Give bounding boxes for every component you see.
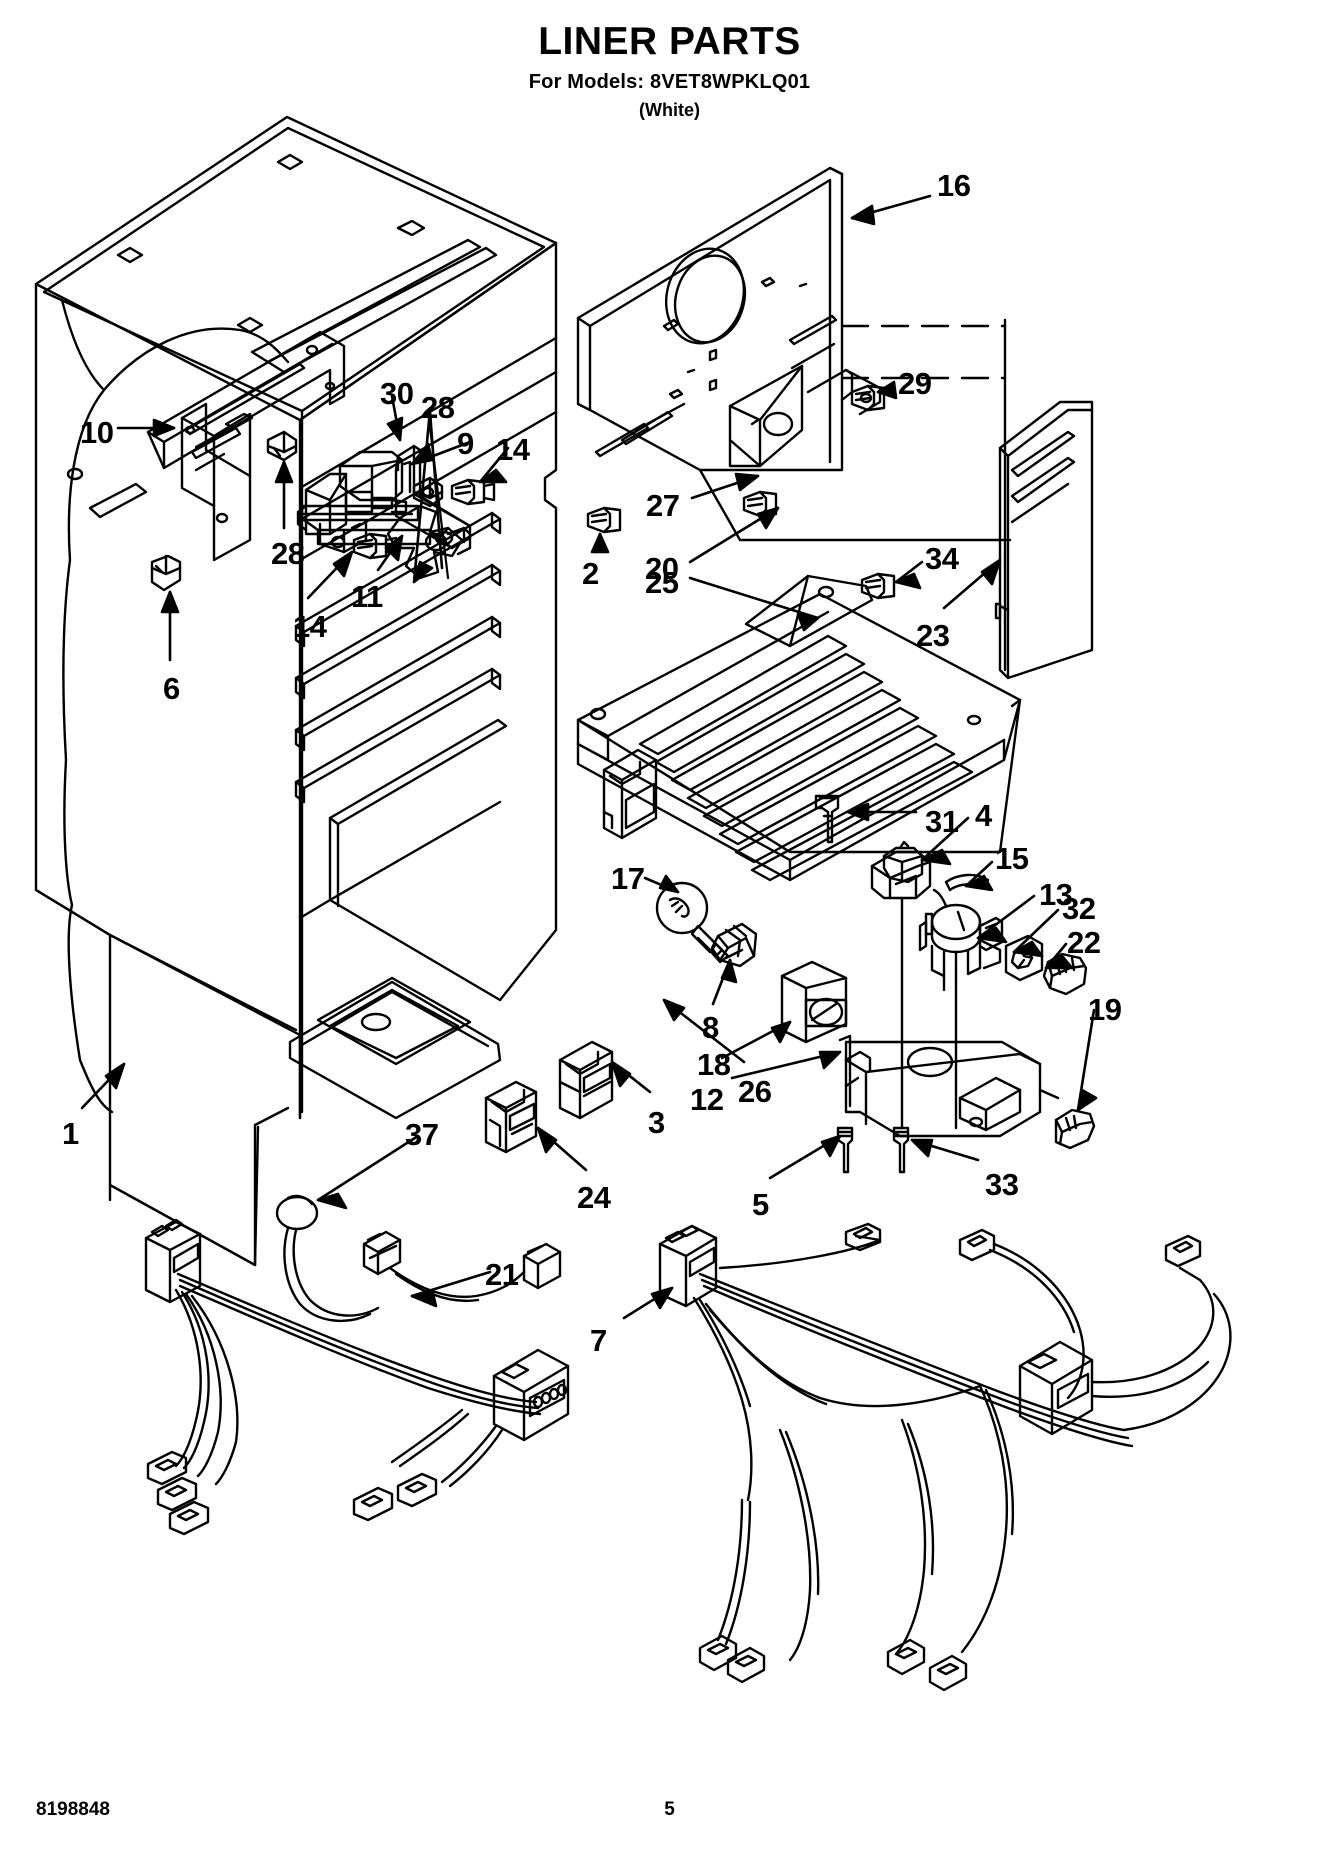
- callout-liner-cabinet: 1: [62, 1116, 79, 1151]
- knob-22-art: [1042, 952, 1088, 996]
- grommet-37-art: [275, 1194, 319, 1231]
- light-bulb-17-art: [655, 881, 730, 964]
- screws-right-art: [586, 384, 896, 600]
- thermostat-13-art: [918, 888, 1004, 1130]
- callout-fan-bracket-9: 9: [457, 426, 474, 461]
- callout-grommet-37: 37: [405, 1117, 439, 1152]
- callout-light-housing-18: 18: [697, 1047, 731, 1082]
- callout-wire-harness-7: 7: [590, 1323, 607, 1358]
- callout-thermostat-13: 13: [1039, 877, 1073, 912]
- screws-bottom-art: [836, 1126, 910, 1174]
- callout-grommet-28b: 28: [271, 536, 305, 571]
- callout-connector-24: 24: [577, 1180, 611, 1215]
- wire-harness-21-art: [144, 1218, 570, 1536]
- callout-screw-34: 34: [925, 541, 959, 576]
- finish-label: (White): [639, 99, 700, 120]
- page-header: LINER PARTS For Models: 8VET8WPKLQ01 (Wh…: [0, 20, 1339, 121]
- callout-screw-14b: 14: [293, 609, 327, 644]
- callout-terminal-19: 19: [1088, 992, 1122, 1027]
- model-line: For Models: 8VET8WPKLQ01: [528, 70, 811, 93]
- callout-control-housing-4: 4: [975, 798, 992, 833]
- callout-screw-2: 2: [582, 556, 599, 591]
- callout-screw-5: 5: [752, 1187, 769, 1222]
- callout-side-cover-23: 23: [916, 618, 950, 653]
- callout-screw-33: 33: [985, 1167, 1019, 1202]
- callout-duct-27: 27: [646, 488, 680, 523]
- top-rail-assembly: [146, 330, 346, 470]
- publication-number: 8198848: [36, 1799, 110, 1820]
- rear-panel-16-art: [576, 166, 1012, 672]
- callout-fan-blade-11: 11: [351, 579, 383, 614]
- callout-light-bulb-17: 17: [611, 861, 645, 896]
- callout-seal-grommet-15: 15: [995, 841, 1029, 876]
- callout-light-shield-12: 12: [690, 1082, 724, 1117]
- callout-screw-14a: 14: [496, 432, 530, 467]
- callout-grille-support-25: 25: [645, 565, 679, 600]
- terminal-19-art: [1054, 1108, 1096, 1150]
- connector-block-3-art: [558, 1040, 614, 1120]
- callout-grommet-28a: 28: [421, 390, 455, 425]
- callout-connector-block-3: 3: [648, 1105, 665, 1140]
- light-housing-18-art: [780, 960, 1060, 1138]
- callout-knob-22: 22: [1067, 925, 1101, 960]
- plug-button-6-art: [150, 554, 182, 592]
- lamp-socket-8-art: [710, 922, 758, 968]
- connector-24-art: [484, 1080, 538, 1154]
- wire-harness-7-art: [658, 1222, 1232, 1692]
- callout-clip-32: 32: [1062, 891, 1096, 926]
- cabinet-liner-outline: [34, 115, 558, 1267]
- callout-wire-harness-21: 21: [485, 1257, 519, 1292]
- grille-assembly-art: [576, 574, 1022, 882]
- callout-lamp-socket-8: 8: [702, 1010, 719, 1045]
- callout-plug-button-6: 6: [163, 671, 180, 706]
- callout-terminal-block-26: 26: [738, 1074, 772, 1109]
- callout-push-pin-31: 31: [925, 804, 959, 839]
- callout-mounting-bracket-10: 10: [80, 415, 114, 450]
- callout-screw-29: 29: [898, 366, 932, 401]
- callout-screw-20: 20: [645, 551, 679, 586]
- callout-fan-motor-30: 30: [380, 376, 414, 411]
- fan-blade-11-art: [386, 504, 472, 580]
- control-housing-4-art: [870, 840, 932, 1130]
- side-cover-23-art: [994, 400, 1094, 680]
- callout-rear-panel-16: 16: [937, 168, 971, 203]
- page-title: LINER PARTS: [538, 20, 801, 63]
- page-footer: 8198848 5: [0, 1799, 1339, 1821]
- callout-leaders: [80, 194, 1098, 1320]
- page-number: 5: [664, 1799, 675, 1820]
